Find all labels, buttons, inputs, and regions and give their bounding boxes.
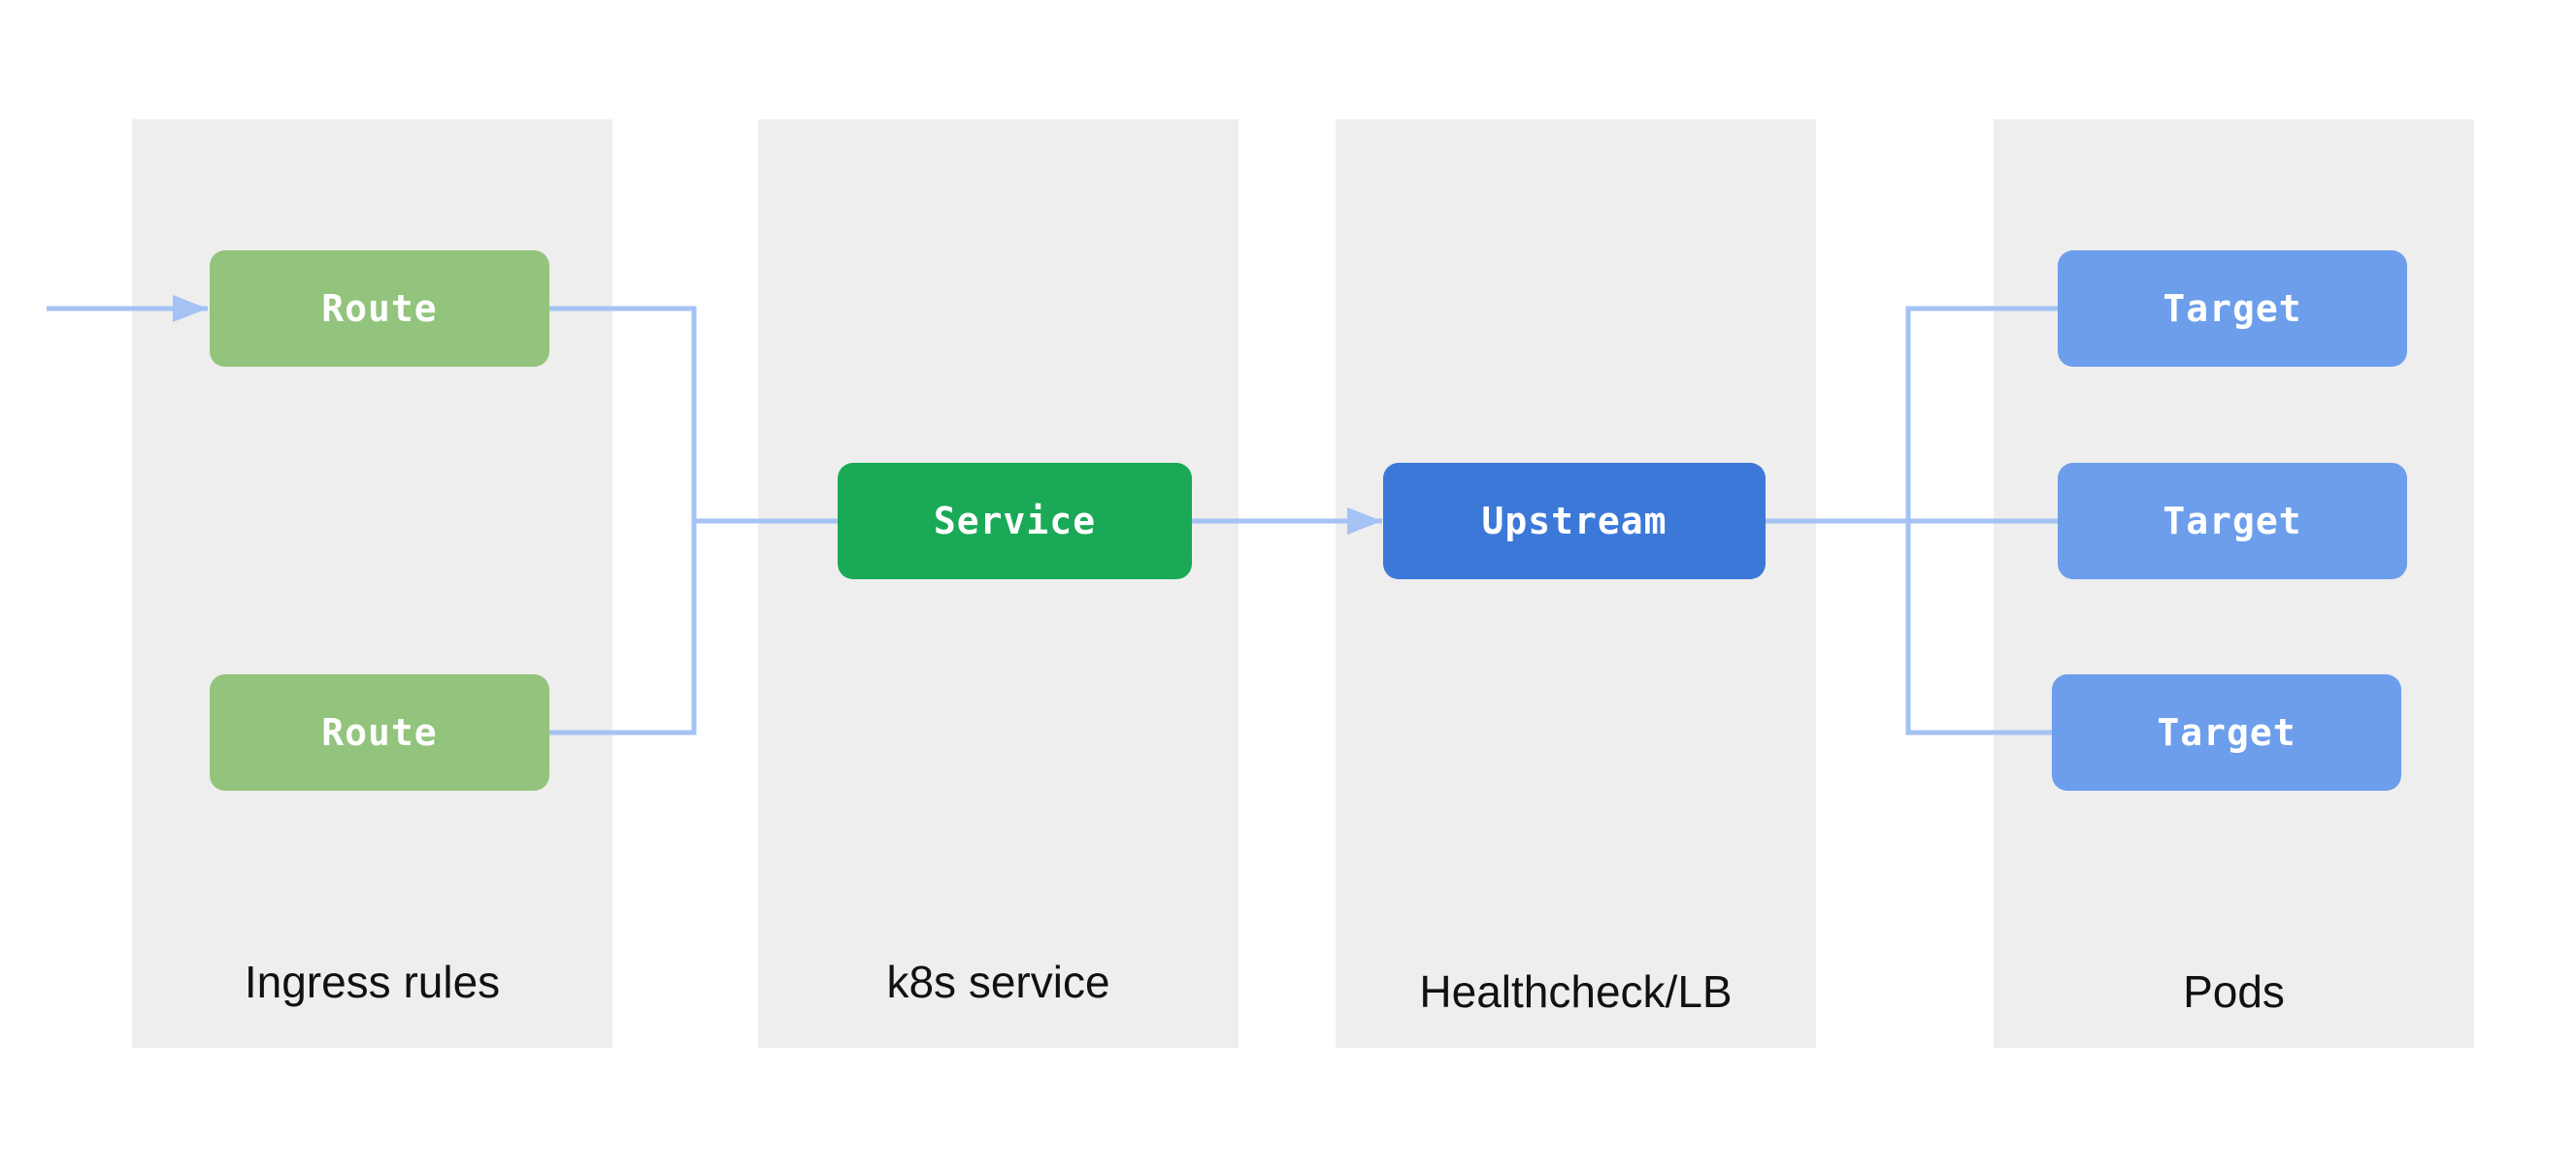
column-label-pods: Pods <box>2183 966 2285 1017</box>
upstream-node[interactable]: Upstream <box>1383 463 1766 579</box>
service-node[interactable]: Service <box>838 463 1192 579</box>
target-node-1[interactable]: Target <box>2058 250 2407 367</box>
target-node-3[interactable]: Target <box>2052 674 2401 791</box>
column-label-k8s-service: k8s service <box>886 957 1110 1007</box>
column-label-ingress-rules: Ingress rules <box>244 957 501 1007</box>
route-node-1[interactable]: Route <box>210 250 549 367</box>
column-k8s-service: k8s service <box>758 119 1238 1048</box>
target-node-2[interactable]: Target <box>2058 463 2407 579</box>
route-node-2[interactable]: Route <box>210 674 549 791</box>
column-healthcheck-lb: Healthcheck/LB <box>1336 119 1816 1048</box>
column-label-healthcheck-lb: Healthcheck/LB <box>1419 966 1733 1017</box>
route-1-to-service-line <box>549 306 838 524</box>
upstream-to-target-1-line <box>1905 306 2058 735</box>
route-2-to-service-line <box>549 521 697 735</box>
